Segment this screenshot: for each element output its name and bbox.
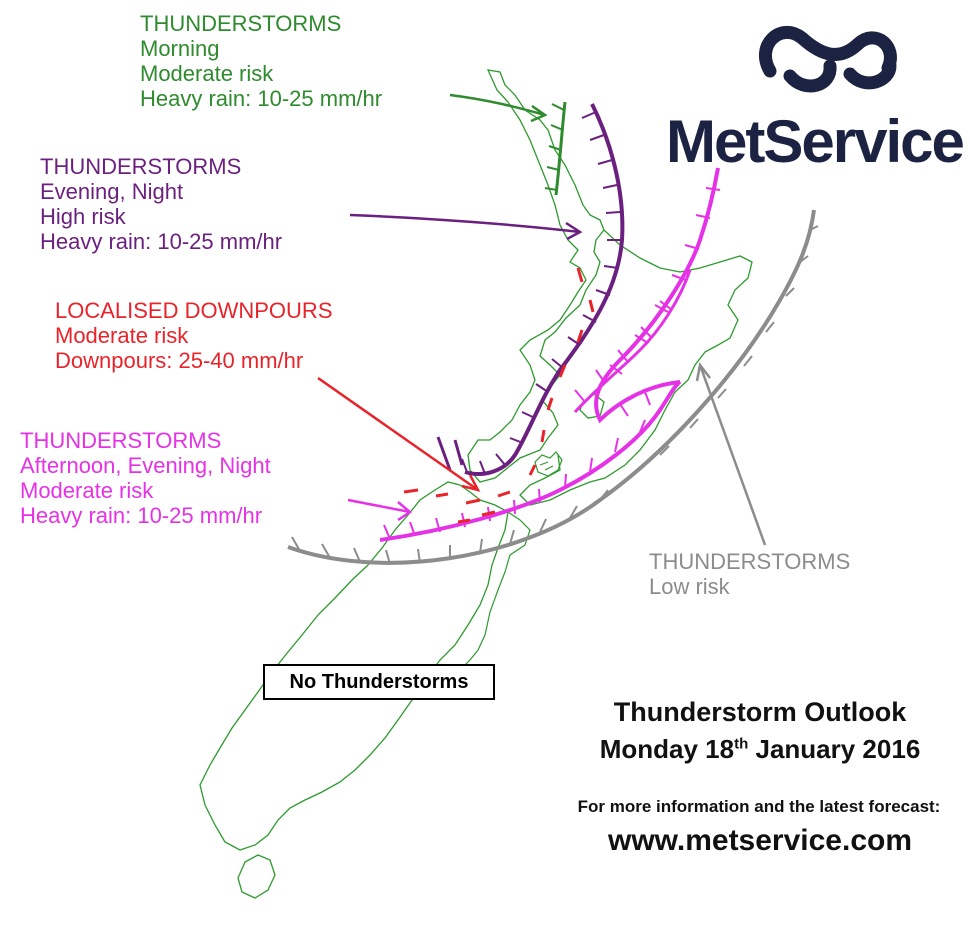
east-cape-coastline — [519, 229, 753, 506]
red-arrow — [317, 376, 481, 492]
grey-arrow — [695, 362, 767, 546]
north-island-coastline — [467, 69, 605, 483]
grey-risk-hatches — [291, 225, 819, 565]
green-risk-boundary — [554, 101, 567, 196]
green-risk-hatches — [544, 103, 565, 191]
green-label-line: THUNDERSTORMS — [140, 11, 342, 36]
purple-thunderstorm-label: THUNDERSTORMS Evening, Night High risk H… — [40, 154, 282, 254]
south-island-coastline — [199, 481, 509, 851]
grey-low-risk-boundary — [287, 209, 816, 565]
magenta-inner-hatches — [574, 300, 673, 403]
purple-label-line: THUNDERSTORMS — [40, 154, 242, 179]
magenta-thunderstorm-label: THUNDERSTORMS Afternoon, Evening, Night … — [20, 428, 271, 528]
metservice-logo-icon — [758, 26, 897, 93]
purple-risk-hatches — [461, 111, 621, 475]
purple-west-fragment — [436, 436, 464, 471]
outlook-date: Monday 18th January 2016 — [560, 734, 960, 765]
magenta-arrow — [347, 498, 413, 522]
lake-taupo — [579, 393, 605, 419]
red-downpour-dashes — [403, 267, 595, 524]
no-thunderstorms-box: No Thunderstorms — [263, 664, 495, 700]
purple-label-line: High risk — [40, 204, 126, 229]
metservice-logo-text: MetService — [666, 108, 965, 175]
magenta-label-line: Afternoon, Evening, Night — [20, 453, 271, 478]
magenta-label-line: Moderate risk — [20, 478, 154, 503]
grey-thunderstorm-label: THUNDERSTORMS Low risk — [649, 549, 850, 599]
red-label-line: Downpours: 25-40 mm/hr — [55, 348, 304, 373]
magenta-risk-boundary — [379, 167, 720, 542]
website-link[interactable]: www.metservice.com — [607, 824, 913, 857]
outlook-title: Thunderstorm Outlook — [613, 697, 907, 727]
grey-label-line: THUNDERSTORMS — [649, 549, 851, 574]
stewart-island — [237, 854, 276, 899]
magenta-label-line: THUNDERSTORMS — [20, 428, 222, 453]
green-label-line: Morning — [140, 36, 220, 61]
red-label-line: Moderate risk — [55, 323, 189, 348]
magenta-risk-hatches — [383, 187, 721, 540]
green-label-line: Moderate risk — [140, 61, 274, 86]
green-label-line: Heavy rain: 10-25 mm/hr — [140, 86, 383, 111]
more-info-text: For more information and the latest fore… — [577, 797, 941, 816]
south-island-east-coast — [457, 511, 531, 673]
outlook-date-suffix: th — [734, 735, 749, 753]
outlook-date-day: Monday 18 — [599, 734, 735, 764]
purple-arrow — [349, 213, 583, 241]
magenta-inner-boundary — [573, 269, 692, 414]
magenta-label-line: Heavy rain: 10-25 mm/hr — [20, 503, 263, 528]
purple-label-line: Evening, Night — [40, 179, 184, 204]
outlook-date-rest: January 2016 — [748, 734, 921, 764]
grey-label-line: Low risk — [649, 574, 730, 599]
red-downpour-label: LOCALISED DOWNPOURS Moderate risk Downpo… — [55, 298, 333, 373]
green-arrow — [449, 93, 548, 123]
green-thunderstorm-label: THUNDERSTORMS Morning Moderate risk Heav… — [140, 11, 382, 111]
central-plateau-hills — [534, 451, 563, 477]
purple-label-line: Heavy rain: 10-25 mm/hr — [40, 229, 283, 254]
red-label-line: LOCALISED DOWNPOURS — [55, 298, 333, 323]
purple-risk-boundary — [464, 103, 625, 476]
